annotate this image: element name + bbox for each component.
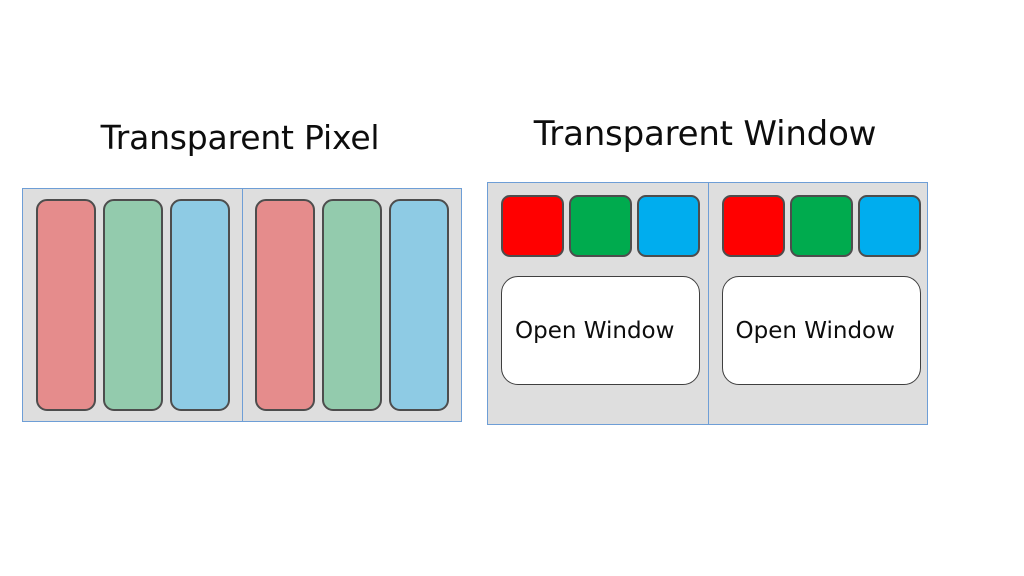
pixel-bar-red bbox=[35, 199, 96, 411]
window-stack: Open Window bbox=[709, 183, 928, 424]
color-square-red[interactable] bbox=[501, 195, 564, 257]
transparent-pixel-panel bbox=[22, 188, 462, 422]
pixel-bar-green bbox=[102, 199, 163, 411]
color-square-row bbox=[721, 195, 921, 257]
open-window-box[interactable]: Open Window bbox=[721, 276, 921, 385]
color-square-green[interactable] bbox=[789, 195, 853, 257]
transparent-window-half-right: Open Window bbox=[707, 183, 928, 424]
open-window-label: Open Window bbox=[735, 317, 895, 344]
open-window-box[interactable]: Open Window bbox=[501, 276, 700, 385]
color-square-red[interactable] bbox=[721, 195, 785, 257]
color-square-blue[interactable] bbox=[857, 195, 921, 257]
color-square-row bbox=[501, 195, 700, 257]
open-window-label: Open Window bbox=[515, 317, 675, 344]
color-square-green[interactable] bbox=[569, 195, 632, 257]
transparent-pixel-half-left bbox=[23, 189, 242, 421]
pixel-bar-strip bbox=[243, 189, 461, 421]
transparent-pixel-title: Transparent Pixel bbox=[100, 118, 380, 157]
color-square-blue[interactable] bbox=[637, 195, 700, 257]
transparent-window-half-left: Open Window bbox=[488, 183, 708, 424]
pixel-bar-green bbox=[322, 199, 382, 411]
transparent-window-title: Transparent Window bbox=[533, 114, 877, 154]
transparent-window-panel: Open Window Open Window bbox=[487, 182, 928, 425]
pixel-bar-blue bbox=[389, 199, 449, 411]
window-stack: Open Window bbox=[488, 183, 708, 424]
pixel-bar-red bbox=[255, 199, 315, 411]
transparent-pixel-half-right bbox=[242, 189, 461, 421]
pixel-bar-blue bbox=[169, 199, 230, 411]
pixel-bar-strip bbox=[23, 189, 242, 421]
